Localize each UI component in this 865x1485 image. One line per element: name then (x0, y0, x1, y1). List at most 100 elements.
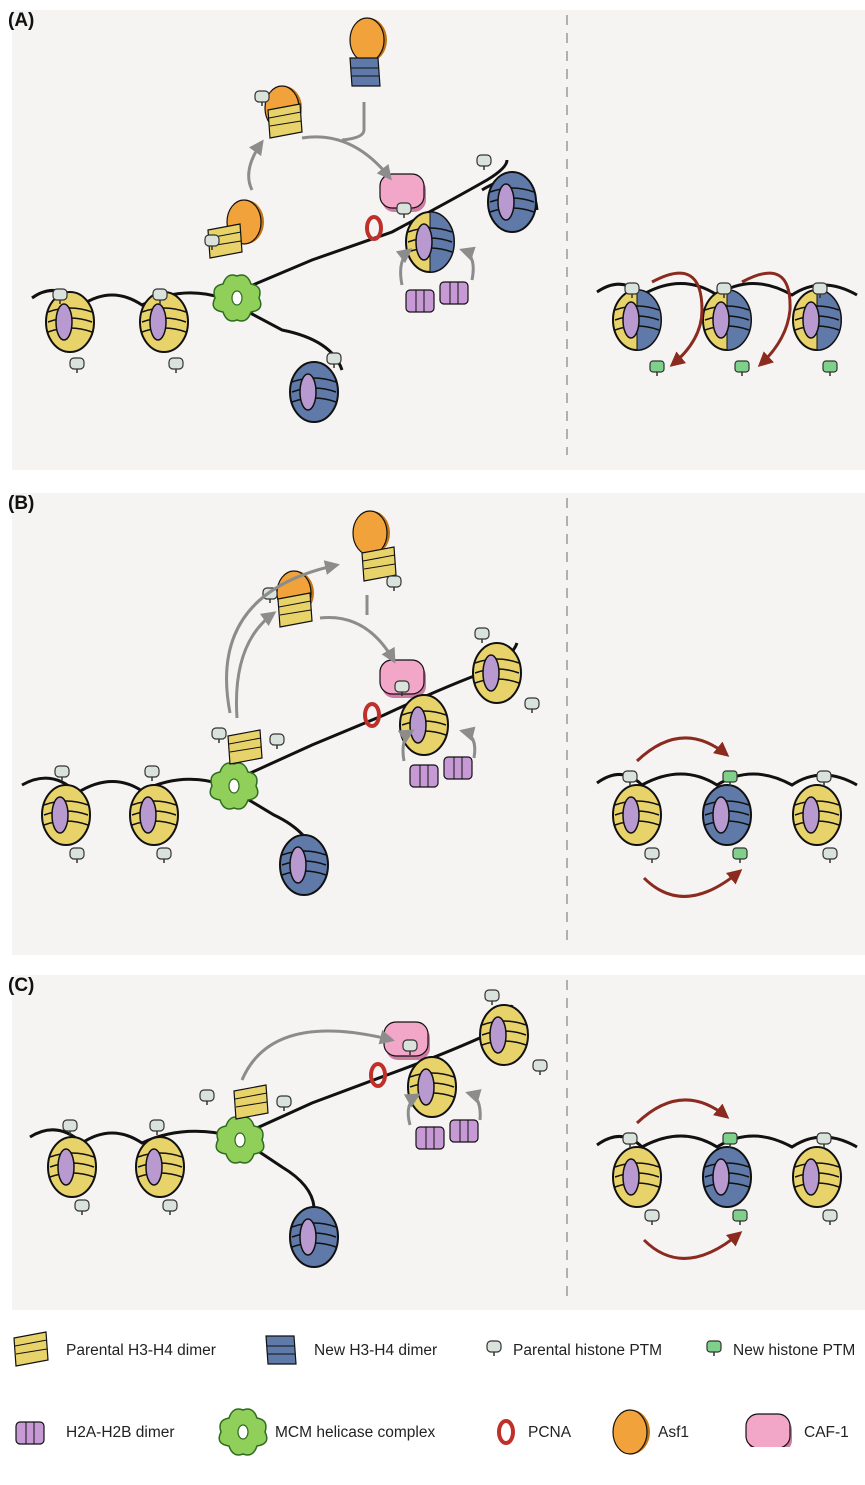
new-ptm-icon (732, 1209, 748, 1226)
parental-ptm-icon (524, 697, 540, 714)
ptm-copy-arrow (642, 869, 743, 898)
parental-h3h4-dimer-icon (267, 103, 303, 139)
panel-c-diagram (29, 980, 858, 1300)
mixed-nucleosome (612, 289, 662, 351)
pcna-icon (497, 1419, 515, 1445)
parental-ptm-icon (644, 847, 660, 864)
legend-label: MCM helicase complex (275, 1424, 436, 1441)
parental-ptm-icon (162, 1199, 178, 1216)
new-nucleosome (487, 171, 537, 233)
parental-nucleosome (472, 642, 522, 704)
new-nucleosome (279, 834, 329, 896)
legend-item-caf1: CAF-1 (742, 1407, 865, 1447)
legend-item-mcm: MCM helicase complex (215, 1405, 475, 1456)
panel-c: (C) (8, 975, 865, 1310)
panel-label-c: (C) (8, 975, 35, 996)
parental-nucleosome (135, 1136, 185, 1198)
mcm-helicase-icon (218, 1408, 268, 1456)
deposition-arrow (465, 1089, 482, 1121)
transfer-arrow (247, 139, 264, 191)
parental-ptm-icon (816, 1132, 832, 1149)
parental-ptm-icon (156, 847, 172, 864)
parental-ptm-icon (622, 770, 638, 787)
legend-label: Parental H3-H4 dimer (66, 1342, 216, 1359)
legend-item-pcna: PCNA (492, 1412, 602, 1452)
h2a-h2b-dimer-icon (449, 1119, 479, 1143)
parental-h3h4-dimer-icon (277, 592, 313, 628)
parental-nucleosome (792, 1146, 842, 1208)
h2a-h2b-dimer-icon (409, 764, 439, 788)
asf1-icon (612, 1409, 651, 1455)
parental-ptm-icon (211, 727, 227, 744)
legend-item-parental-ptm: Parental histone PTM (480, 1330, 690, 1370)
parental-ptm-icon (269, 733, 285, 750)
h2a-h2b-dimer-icon (439, 281, 469, 305)
new-ptm-icon (706, 1340, 722, 1357)
legend-item-parental-h3h4: Parental H3-H4 dimer (8, 1330, 248, 1370)
deposition-arrow (395, 248, 413, 286)
parental-nucleosome (399, 694, 449, 756)
transfer-arrow (301, 135, 392, 181)
new-ptm-icon (722, 1132, 738, 1149)
parental-ptm-icon (276, 1095, 292, 1112)
ptm-copy-arrow (635, 736, 730, 763)
parental-ptm-icon (484, 989, 500, 1006)
deposition-arrow (397, 729, 415, 762)
parental-h3h4-dimer-icon (227, 729, 263, 765)
h2a-h2b-dimer-icon (443, 756, 473, 780)
parental-ptm-icon (822, 847, 838, 864)
legend-label: PCNA (528, 1424, 572, 1441)
dna-strand-lagging (236, 1135, 316, 1208)
new-h3h4-dimer-icon (349, 57, 381, 87)
parental-ptm-icon (816, 770, 832, 787)
ptm-copy-arrow (741, 271, 792, 368)
parental-ptm-icon (69, 847, 85, 864)
parental-ptm-icon (396, 202, 412, 219)
panel-b: (B) (8, 493, 865, 955)
transfer-arrow (240, 1029, 395, 1081)
parental-h3h4-dimer-icon (13, 1331, 49, 1367)
new-h3h4-dimer-icon (265, 1335, 297, 1365)
mixed-nucleosome (405, 211, 455, 273)
parental-nucleosome (792, 784, 842, 846)
parental-h3h4-dimer-icon (233, 1084, 269, 1120)
mcm-helicase-icon (215, 1116, 265, 1164)
legend-item-new-ptm: New histone PTM (700, 1330, 865, 1370)
parental-ptm-icon (474, 627, 490, 644)
parental-nucleosome (41, 784, 91, 846)
ptm-copy-arrow (651, 271, 704, 367)
mixed-nucleosome (702, 289, 752, 351)
parental-nucleosome (47, 1136, 97, 1198)
ptm-copy-arrow (635, 1098, 730, 1125)
parental-nucleosome (612, 784, 662, 846)
parental-ptm-icon (144, 765, 160, 782)
parental-ptm-icon (622, 1132, 638, 1149)
legend-item-new-h3h4: New H3-H4 dimer (258, 1330, 468, 1370)
legend-label: New H3-H4 dimer (314, 1342, 438, 1359)
parental-ptm-icon (386, 575, 402, 592)
asf1-icon (349, 17, 388, 63)
legend-label: New histone PTM (733, 1342, 856, 1359)
new-ptm-icon (649, 360, 665, 377)
panel-b-diagram (21, 498, 858, 943)
new-ptm-icon (822, 360, 838, 377)
legend-label: Asf1 (658, 1424, 690, 1441)
new-ptm-icon (732, 847, 748, 864)
parental-nucleosome (129, 784, 179, 846)
new-nucleosome (702, 784, 752, 846)
transfer-arrow (225, 560, 340, 714)
legend-item-h2a-h2b: H2A-H2B dimer (8, 1412, 208, 1452)
parental-ptm-icon (69, 357, 85, 374)
parental-ptm-icon (199, 1089, 215, 1106)
legend-label: Parental histone PTM (513, 1342, 663, 1359)
mixed-nucleosome (792, 289, 842, 351)
deposition-arrow (459, 726, 477, 759)
parental-ptm-icon (476, 154, 492, 171)
transfer-arrow (319, 616, 396, 664)
legend-label: CAF-1 (804, 1424, 849, 1441)
parental-ptm-icon (486, 1340, 502, 1357)
parental-ptm-icon (822, 1209, 838, 1226)
panel-a-diagram (31, 15, 858, 455)
new-ptm-icon (734, 360, 750, 377)
panel-label-a: (A) (8, 10, 35, 31)
